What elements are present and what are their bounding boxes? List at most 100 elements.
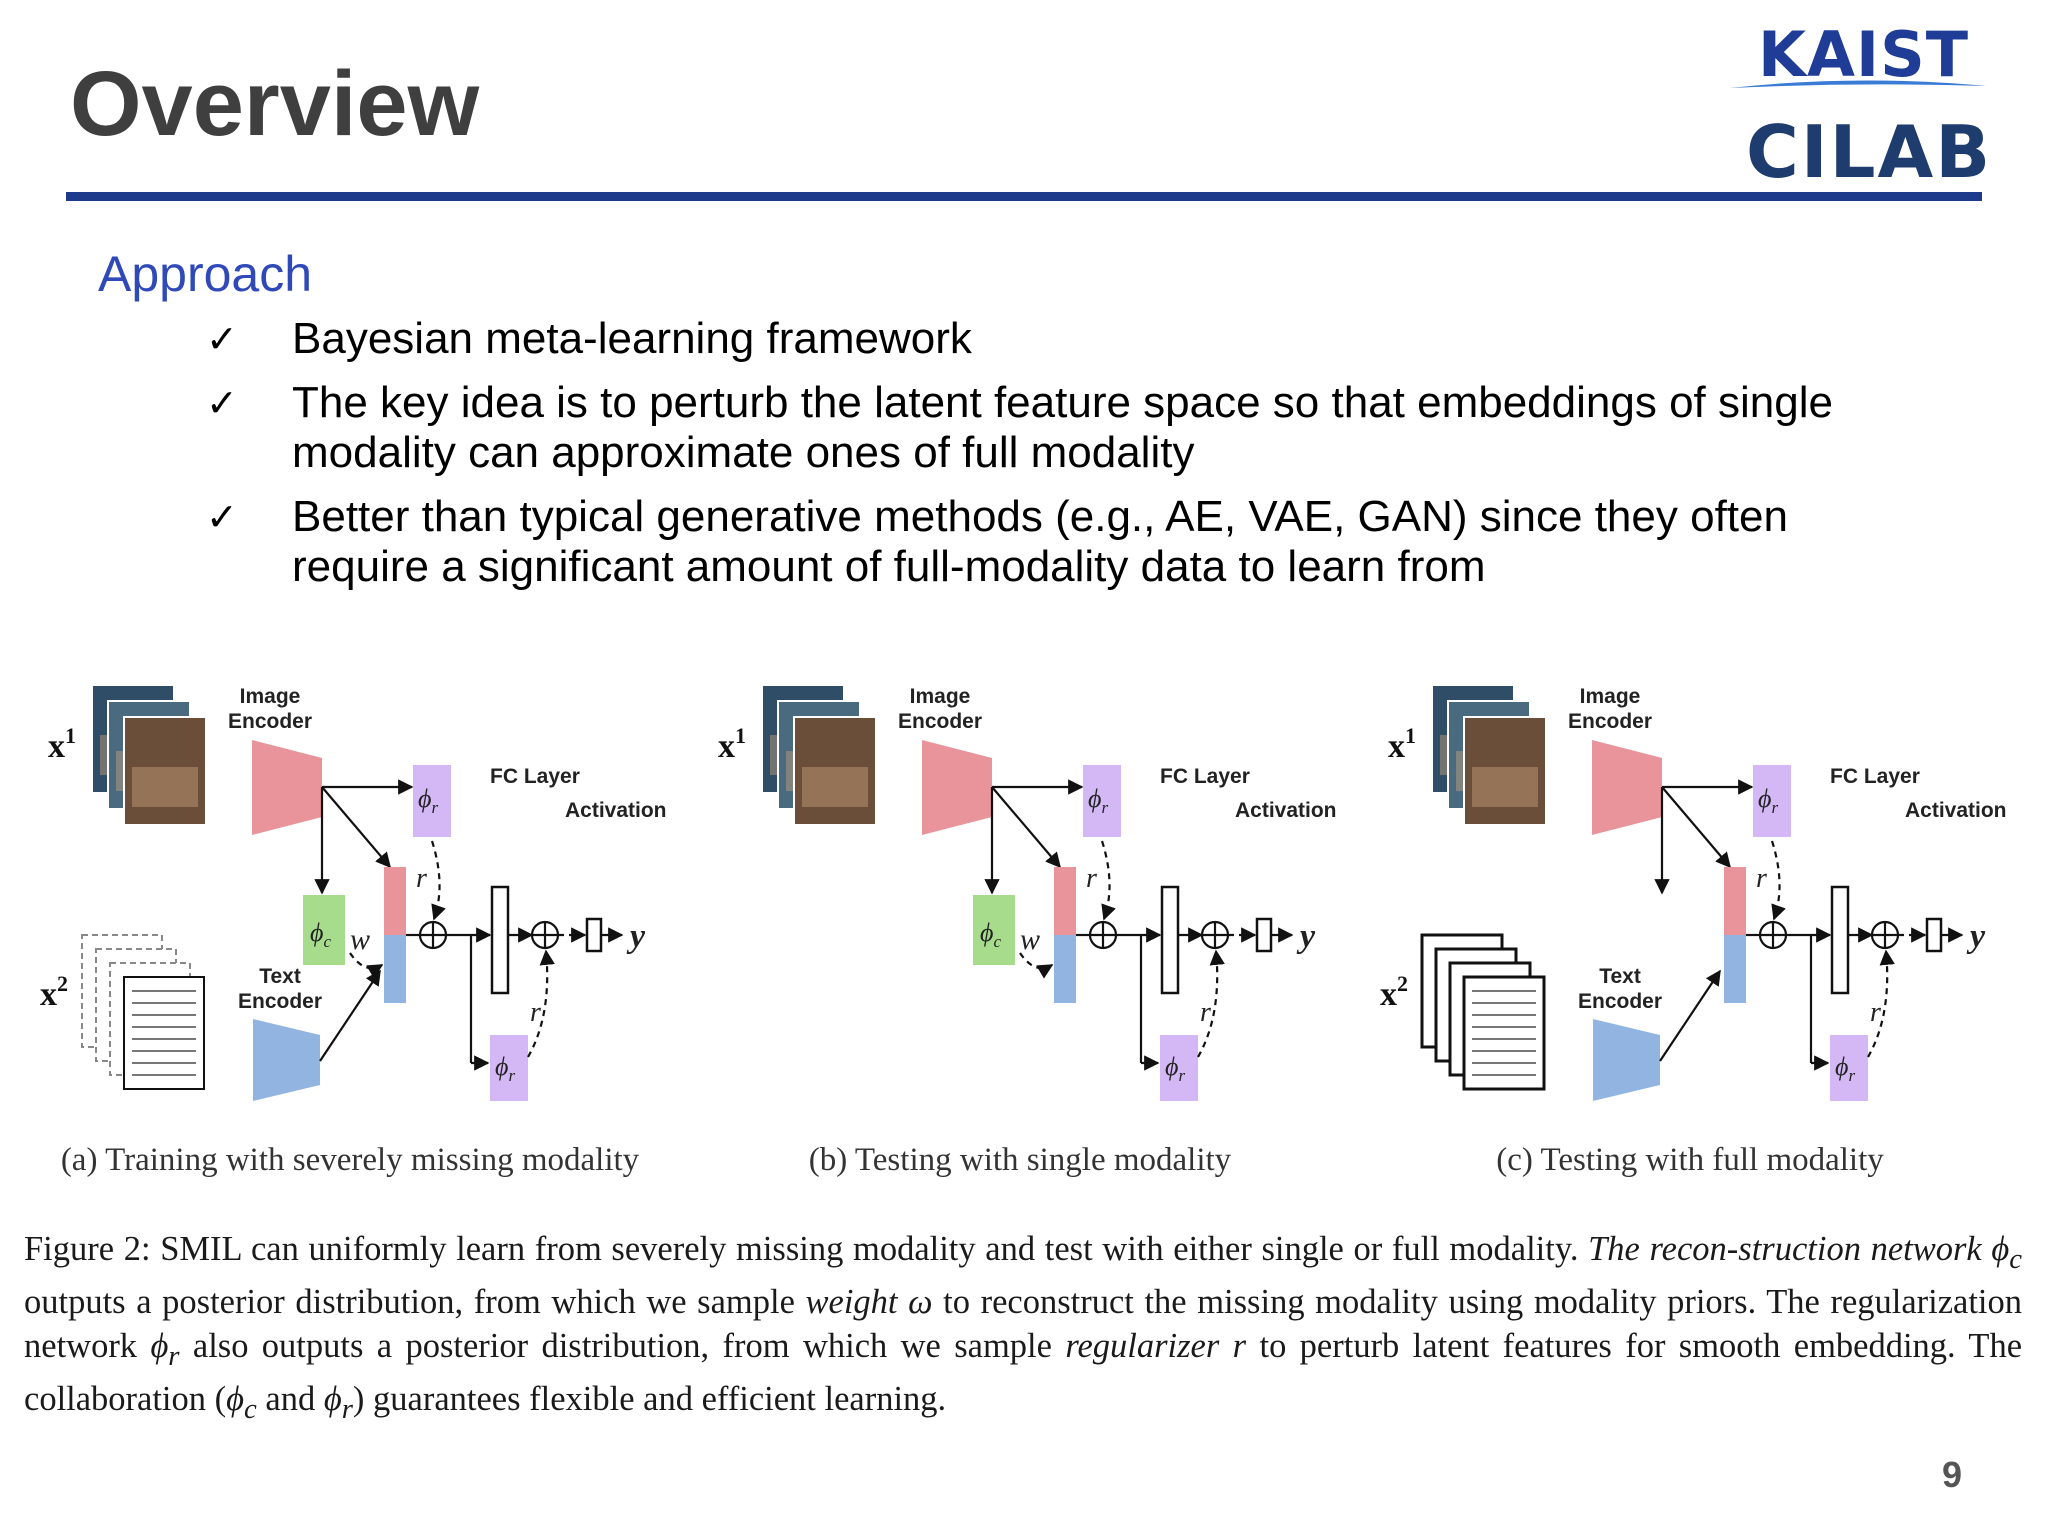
title-rule (66, 192, 1982, 201)
image-encoder-label: Encoder (1568, 710, 1652, 733)
reconstruction-arrow (349, 952, 384, 979)
text-sample-page (1462, 975, 1546, 1091)
regularizer-top-arrow (1770, 840, 1786, 921)
caption-lead: Figure 2: SMIL can uniformly learn from … (24, 1230, 1579, 1268)
input-x2-label: x2 (1380, 971, 1408, 1013)
image-to-feature-arrow (1661, 786, 1731, 869)
image-encoder-block (922, 740, 992, 835)
image-to-feature-arrow (991, 786, 1061, 869)
text-feature-arrow (319, 969, 381, 1062)
input-x2-superscript: 2 (57, 971, 68, 996)
phi-r-top-label-subscript: r (1771, 798, 1778, 817)
bullet-item: ✓ Better than typical generative methods… (200, 492, 1980, 592)
phi-r-bottom-block (1160, 1035, 1198, 1101)
check-mark-icon: ✓ (206, 381, 238, 425)
image-sample-detail (1472, 767, 1538, 807)
bullet-line: Better than typical generative methods (… (292, 492, 1788, 541)
bullet-item: ✓ Bayesian meta-learning framework (200, 314, 1980, 364)
regularizer-r-bottom-label: r (1200, 997, 1211, 1028)
fc-layer-label: FC Layer (1830, 765, 1920, 788)
activation-block (585, 917, 603, 953)
phi-r-top-label-subscript: r (431, 798, 438, 817)
check-mark-icon: ✓ (206, 495, 238, 539)
slide-title: Overview (70, 53, 480, 155)
regularizer-top-arrow (430, 840, 446, 921)
fc-layer-block (1160, 885, 1180, 995)
phi-r-bottom-block (490, 1035, 528, 1101)
reconstruction-arrow (1019, 952, 1054, 979)
image-encoder-label: Encoder (898, 710, 982, 733)
logo-kaist-text: KAIST (1758, 18, 1970, 91)
phi-c-block (973, 895, 1015, 965)
caption-symbol-omega: ω (908, 1283, 933, 1322)
phi-c-block (303, 895, 345, 965)
caption-italic-weight: weight (805, 1283, 898, 1322)
logo-cilab-text: CILAB (1746, 110, 1993, 194)
image-feature-segment (1054, 867, 1076, 935)
activation-block (1925, 917, 1943, 953)
fc-layer-label: FC Layer (490, 765, 580, 788)
text-encoder-block (1593, 1019, 1660, 1101)
bullet-list: ✓ Bayesian meta-learning framework ✓ The… (200, 314, 1980, 606)
activation-label: Activation (1905, 799, 2007, 822)
regularizer-top-arrow (1100, 840, 1116, 921)
image-encoder-label: Encoder (228, 710, 312, 733)
input-x1-label: x1 (48, 723, 76, 765)
activation-label: Activation (1235, 799, 1337, 822)
check-mark-icon: ✓ (206, 317, 238, 361)
activation-block (1255, 917, 1273, 953)
caption-symbol-phi-r: ϕr (150, 1326, 180, 1372)
bullet-line: Bayesian meta-learning framework (292, 314, 972, 363)
image-feature-segment (384, 867, 406, 935)
text-feature-segment (1054, 935, 1076, 1003)
regularizer-r-bottom-label: r (530, 997, 541, 1028)
caption-italic-reconstruction: The recon-struction network (1588, 1230, 1982, 1268)
kaist-cilab-logo: KAIST CILAB (1728, 14, 1990, 194)
image-feature-segment (1724, 867, 1746, 935)
image-sample-detail (132, 767, 198, 807)
text-encoder-label: Text (1599, 965, 1641, 988)
caption-text: ) guarantees flexible and efficient lear… (352, 1380, 947, 1419)
text-encoder-label: Text (259, 965, 301, 988)
image-encoder-block (252, 740, 322, 835)
input-x2-superscript: 2 (1397, 971, 1408, 996)
image-encoder-label: Image (1580, 685, 1641, 708)
image-encoder-label: Image (240, 685, 301, 708)
bullet-line: The key idea is to perturb the latent fe… (292, 378, 1833, 427)
image-sample-thumbnail (793, 716, 877, 826)
bullet-line: require a significant amount of full-mod… (292, 542, 1486, 591)
panel-caption-b: (b) Testing with single modality (809, 1142, 1232, 1178)
caption-text: to perturb latent features for smooth em… (24, 1326, 2023, 1419)
image-encoder-label: Image (910, 685, 971, 708)
input-x1-superscript: 1 (735, 723, 746, 748)
input-x2-label: x2 (40, 971, 68, 1013)
image-sample-thumbnail (1463, 716, 1547, 826)
page-number: 9 (1942, 1454, 1963, 1495)
text-encoder-label: Encoder (1578, 990, 1662, 1013)
activation-label: Activation (565, 799, 667, 822)
caption-symbol-phi-c: ϕc (1991, 1230, 2023, 1275)
caption-text: and (265, 1380, 316, 1419)
section-heading: Approach (98, 246, 313, 302)
caption-symbol-phi-c: ϕc (226, 1380, 257, 1426)
caption-italic-regularizer: regularizer (1065, 1326, 1220, 1365)
text-encoder-block (253, 1019, 320, 1101)
phi-r-bottom-block (1830, 1035, 1868, 1101)
phi-r-top-label-subscript: r (1101, 798, 1108, 817)
phi-r-bottom-label-subscript: r (508, 1066, 515, 1085)
text-feature-segment (1724, 935, 1746, 1003)
text-encoder-label: Encoder (238, 990, 322, 1013)
logo-swoosh (1730, 80, 1986, 88)
phi-r-top-block (1753, 765, 1791, 837)
bullet-item: ✓ The key idea is to perturb the latent … (200, 378, 1980, 478)
image-to-feature-arrow (321, 786, 391, 869)
output-y-label: y (1296, 918, 1316, 955)
phi-r-top-block (1083, 765, 1121, 837)
regularizer-r-bottom-label: r (1870, 997, 1881, 1028)
caption-symbol-r: r (1232, 1326, 1247, 1365)
image-encoder-block (1592, 740, 1662, 835)
input-x1-label: x1 (1388, 723, 1416, 765)
